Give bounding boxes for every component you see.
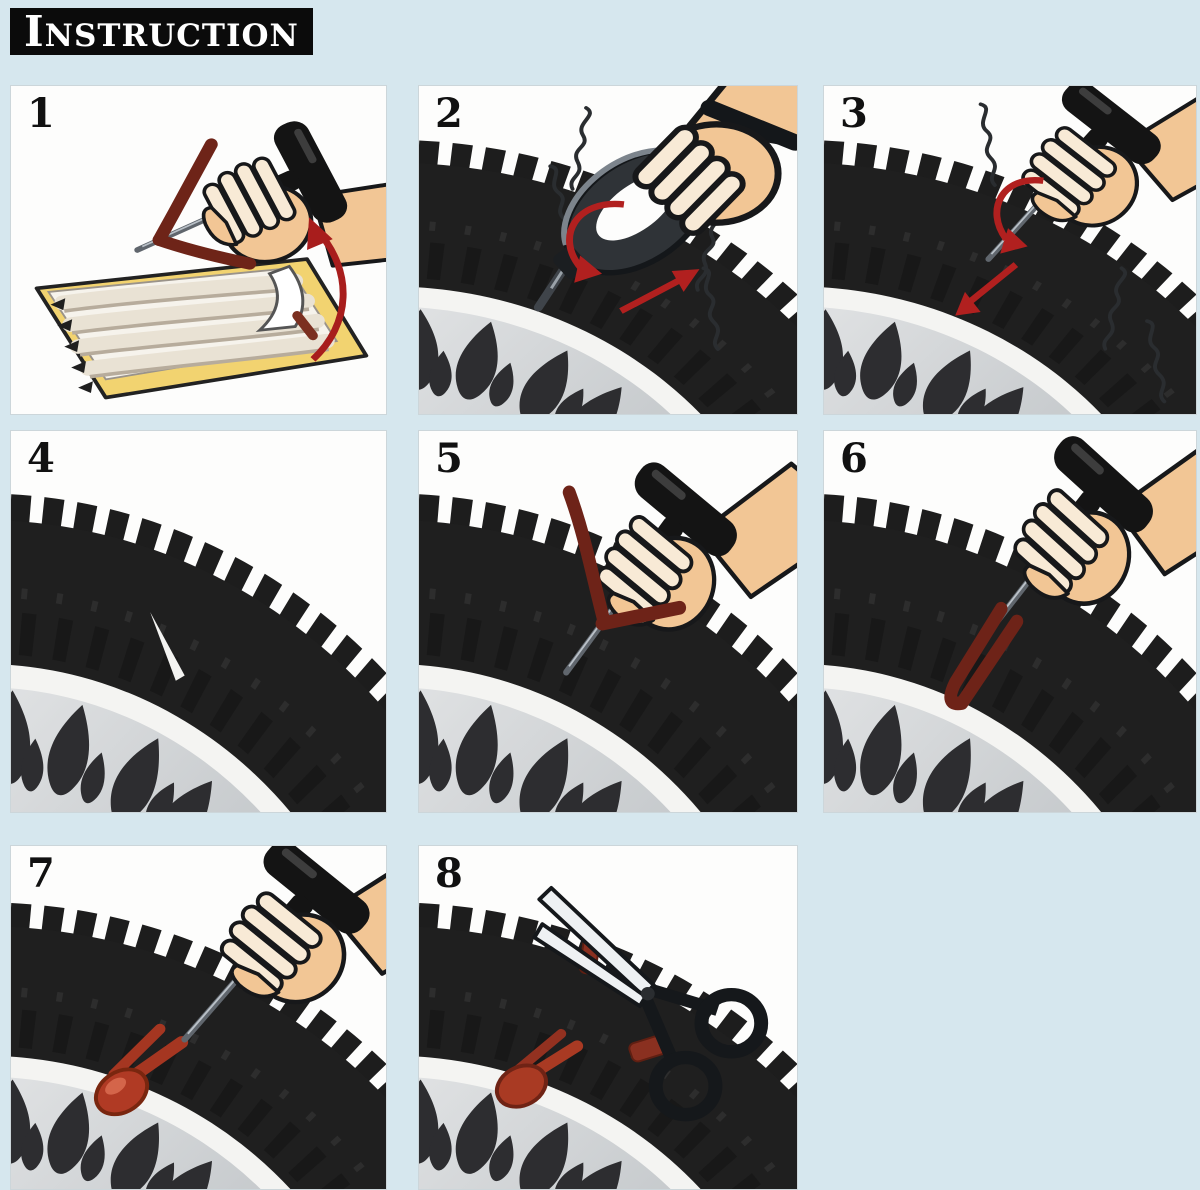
step-number: 1 xyxy=(27,90,55,137)
red-rotation-arrow xyxy=(993,177,1044,254)
strip-pushed-into-tire-illustration xyxy=(824,431,1196,812)
puncture-slit xyxy=(150,611,185,681)
step-number: 2 xyxy=(435,90,463,137)
folded-repair-strip xyxy=(944,601,1024,711)
page-title: INSTRUCTION xyxy=(24,6,299,56)
strip-refill-pad xyxy=(34,257,369,400)
hand-on-loop xyxy=(632,86,797,236)
repair-strip-in-needle xyxy=(562,485,687,631)
step-number: 4 xyxy=(27,435,55,482)
step-panel-7: 7 xyxy=(10,845,387,1190)
insertion-tool-into-tire-illustration xyxy=(824,86,1196,414)
tire-wheel xyxy=(11,507,386,812)
step-panel-4: 4 xyxy=(10,430,387,813)
step-number: 5 xyxy=(435,435,463,482)
scissors-trimming-illustration xyxy=(419,886,797,1189)
punctured-tire-illustration xyxy=(11,431,386,812)
red-rotation-arrow xyxy=(566,200,625,283)
red-curved-arrow xyxy=(307,217,347,362)
strip-entering-tire-illustration xyxy=(419,431,797,812)
step-number: 8 xyxy=(435,850,463,897)
red-straight-arrow xyxy=(955,262,1019,316)
red-straight-arrow xyxy=(619,269,700,314)
step-panel-1: 1 xyxy=(10,85,387,415)
instruction-header: INSTRUCTION xyxy=(10,8,313,55)
repair-strip-in-needle xyxy=(152,138,257,270)
plug-left-in-tire-illustration xyxy=(11,846,386,1189)
step-panel-5: 5 xyxy=(418,430,798,813)
reaming-tool-illustration xyxy=(419,86,797,414)
step-panel-8: 8 xyxy=(418,845,798,1190)
tool-strip-and-pad-illustration xyxy=(34,86,386,400)
step-panel-2: 2 xyxy=(418,85,798,415)
step-number: 6 xyxy=(840,435,868,482)
step-number: 3 xyxy=(840,90,868,137)
rubber-plug xyxy=(93,1023,189,1117)
tire-wheel xyxy=(824,507,1196,812)
scissors xyxy=(532,886,769,1122)
step-number: 7 xyxy=(27,850,55,897)
step-panel-3: 3 xyxy=(823,85,1197,415)
step-panel-6: 6 xyxy=(823,430,1197,813)
rubber-plug xyxy=(494,1028,584,1109)
